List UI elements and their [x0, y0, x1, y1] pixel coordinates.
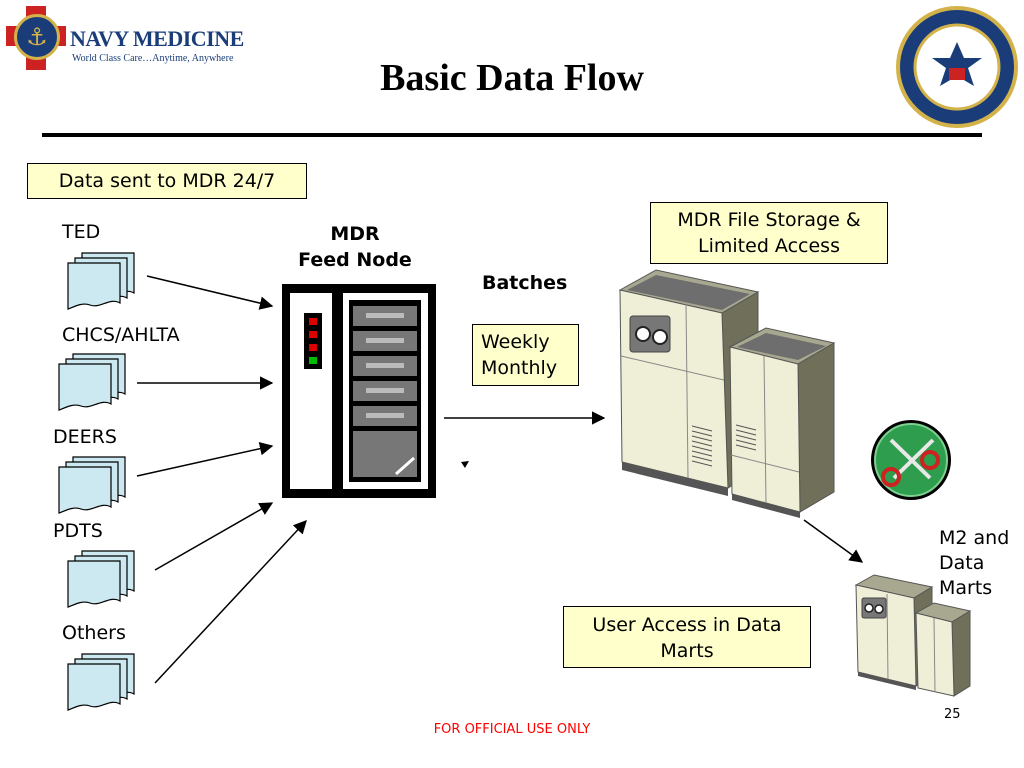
classification-footer: FOR OFFICIAL USE ONLY — [433, 722, 591, 737]
marts-label-line2: Data — [939, 552, 985, 574]
schedule-monthly: Monthly — [481, 357, 558, 379]
batches-label: Batches — [482, 272, 568, 294]
arrow-pdts-to-feed — [154, 502, 274, 571]
ted-document-stack-icon — [67, 252, 135, 310]
file-storage-callout: MDR File Storage & Limited Access — [650, 202, 888, 264]
schedule-callout: Weekly Monthly — [472, 324, 579, 386]
marts-label-line3: Marts — [939, 577, 993, 599]
page-number: 25 — [944, 707, 961, 722]
page-title: Basic Data Flow — [380, 57, 644, 99]
others-document-stack-icon — [67, 653, 135, 711]
marts-label-line1: M2 and — [939, 527, 1010, 549]
logo-title: NAVY MEDICINE — [70, 26, 244, 51]
navy-medicine-logo: ⚓ NAVY MEDICINE World Class Care…Anytime… — [6, 6, 244, 76]
scissors-icon — [871, 420, 951, 500]
arrow-storage-to-feed-head — [461, 461, 469, 468]
logo-tagline: World Class Care…Anytime, Anywhere — [72, 53, 234, 64]
feed-node-label-line1: MDR — [330, 223, 380, 245]
arrow-storage-to-marts — [803, 519, 864, 563]
source-label-ted: TED — [62, 221, 101, 243]
user-access-line2: Marts — [660, 640, 714, 662]
anchor-emblem-icon: ⚓ — [14, 14, 60, 60]
marts-label: M2 and Data Marts — [939, 526, 1009, 601]
arrow-ted-to-feed — [146, 275, 274, 310]
source-label-others: Others — [62, 622, 126, 644]
source-label-chcs-ahlta: CHCS/AHLTA — [62, 324, 180, 346]
pdts-document-stack-icon — [67, 550, 135, 608]
arrow-others-to-feed — [154, 520, 307, 684]
schedule-weekly: Weekly — [481, 331, 550, 353]
chcs-ahlta-document-stack-icon — [58, 353, 126, 411]
user-access-callout: User Access in Data Marts — [563, 606, 811, 668]
feed-node-label: MDR Feed Node — [282, 221, 428, 273]
title-divider — [42, 133, 982, 137]
file-storage-line2: Limited Access — [698, 235, 840, 257]
data-marts-server-icon — [854, 574, 972, 697]
feed-node-label-line2: Feed Node — [298, 249, 412, 271]
data-sent-callout: Data sent to MDR 24/7 — [27, 163, 307, 199]
navy-bumed-seal-icon — [896, 6, 1018, 128]
mdr-feed-node-server-icon — [282, 284, 436, 498]
arrow-deers-to-feed — [136, 442, 274, 477]
user-access-line1: User Access in Data — [592, 614, 782, 636]
source-label-deers: DEERS — [53, 426, 117, 448]
mdr-file-storage-cabinet-icon — [728, 327, 836, 518]
file-storage-line1: MDR File Storage & — [677, 209, 861, 231]
deers-document-stack-icon — [58, 456, 126, 514]
source-label-pdts: PDTS — [53, 520, 103, 542]
